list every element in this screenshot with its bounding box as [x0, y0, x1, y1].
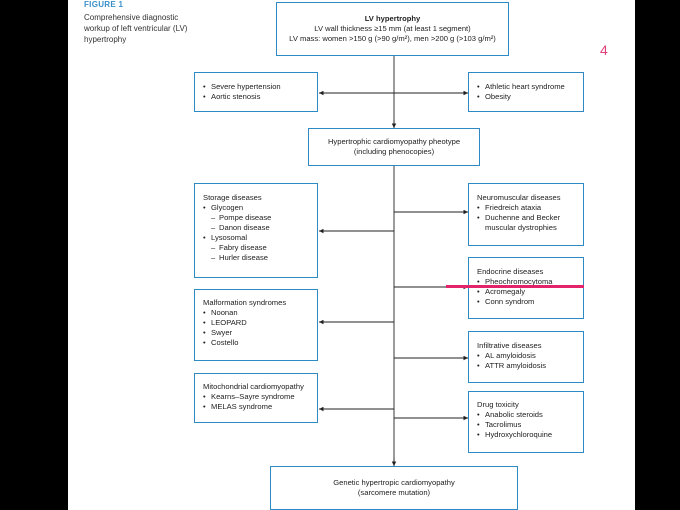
- highlight-annotation: [446, 285, 584, 288]
- list-item: Hydroxychloroquine: [477, 430, 575, 440]
- mitochondrial-box: Mitochondrial cardiomyopathy Kearns–Sayr…: [194, 373, 318, 423]
- athletic-box: Athletic heart syndrome Obesity: [468, 72, 584, 112]
- list-item-continued: muscular dystrophies: [485, 223, 557, 232]
- list-item: LEOPARD: [203, 318, 309, 328]
- list-item: MELAS syndrome: [203, 402, 309, 412]
- drug-toxicity-title: Drug toxicity: [477, 400, 519, 409]
- malformation-box: Malformation syndromes Noonan LEOPARD Sw…: [194, 289, 318, 361]
- list-item: Conn syndrom: [477, 297, 575, 307]
- lv-hypertrophy-box: LV hypertrophy LV wall thickness ≥15 mm …: [276, 2, 509, 56]
- document-page: FIGURE 1 Comprehensive diagnostic workup…: [68, 0, 635, 510]
- list-item: Costello: [203, 338, 309, 348]
- list-item: ATTR amyloidosis: [477, 361, 575, 371]
- genetic-line1: Genetic hypertropic cardiomyopathy: [333, 478, 455, 487]
- list-item: Pheochromocytoma: [477, 277, 575, 287]
- list-item: Severe hypertension: [203, 82, 309, 92]
- storage-diseases-title: Storage diseases: [203, 193, 262, 202]
- list-item: Tacrolimus: [477, 420, 575, 430]
- list-item: AL amyloidosis: [477, 351, 575, 361]
- list-item: Swyer: [203, 328, 309, 338]
- storage-diseases-box: Storage diseases Glycogen Pompe disease …: [194, 183, 318, 278]
- lv-hypertrophy-title: LV hypertrophy: [364, 14, 421, 23]
- list-item: Pompe disease: [203, 213, 309, 223]
- genetic-line2: (sarcomere mutation): [357, 488, 431, 497]
- endocrine-box: Endocrine diseases Pheochromocytoma Acro…: [468, 257, 584, 319]
- lv-wall-thickness-text: LV wall thickness ≥15 mm (at least 1 seg…: [314, 24, 471, 33]
- page-number: 4: [600, 42, 608, 58]
- list-item: Noonan: [203, 308, 309, 318]
- phenotype-line1: Hypertrophic cardiomyopathy pheotype: [327, 137, 461, 146]
- list-item: Aortic stenosis: [203, 92, 309, 102]
- list-item: Friedreich ataxia: [477, 203, 575, 213]
- genetic-hcm-box: Genetic hypertropic cardiomyopathy (sarc…: [270, 466, 518, 510]
- endocrine-title: Endocrine diseases: [477, 267, 544, 276]
- list-item: Kearns–Sayre syndrome: [203, 392, 309, 402]
- list-item: Obesity: [477, 92, 575, 102]
- list-item: Danon disease: [203, 223, 309, 233]
- figure-caption: Comprehensive diagnostic workup of left …: [84, 13, 188, 44]
- list-item: Hurler disease: [203, 253, 309, 263]
- list-item: Athletic heart syndrome: [477, 82, 575, 92]
- malformation-title: Malformation syndromes: [203, 298, 287, 307]
- connector-lines: [319, 56, 468, 466]
- mitochondrial-title: Mitochondrial cardiomyopathy: [203, 382, 304, 391]
- list-item: Fabry disease: [203, 243, 309, 253]
- list-item: Lysosomal: [203, 233, 309, 243]
- hypertension-box: Severe hypertension Aortic stenosis: [194, 72, 318, 112]
- phenotype-line2: (including phenocopies): [353, 147, 435, 156]
- phenotype-box: Hypertrophic cardiomyopathy pheotype (in…: [308, 128, 480, 166]
- infiltrative-box: Infiltrative diseases AL amyloidosis ATT…: [468, 331, 584, 383]
- figure-label: FIGURE 1: [84, 0, 124, 9]
- list-item: Acromegaly: [477, 287, 575, 297]
- lv-mass-text: LV mass: women >150 g (>90 g/m²), men >2…: [289, 34, 496, 43]
- infiltrative-title: Infiltrative diseases: [477, 341, 542, 350]
- drug-toxicity-box: Drug toxicity Anabolic steroids Tacrolim…: [468, 391, 584, 453]
- list-item: Anabolic steroids: [477, 410, 575, 420]
- list-item: Duchenne and Becker: [477, 213, 575, 223]
- neuromuscular-title: Neuromuscular diseases: [477, 193, 561, 202]
- neuromuscular-box: Neuromuscular diseases Friedreich ataxia…: [468, 183, 584, 246]
- list-item: Glycogen: [203, 203, 309, 213]
